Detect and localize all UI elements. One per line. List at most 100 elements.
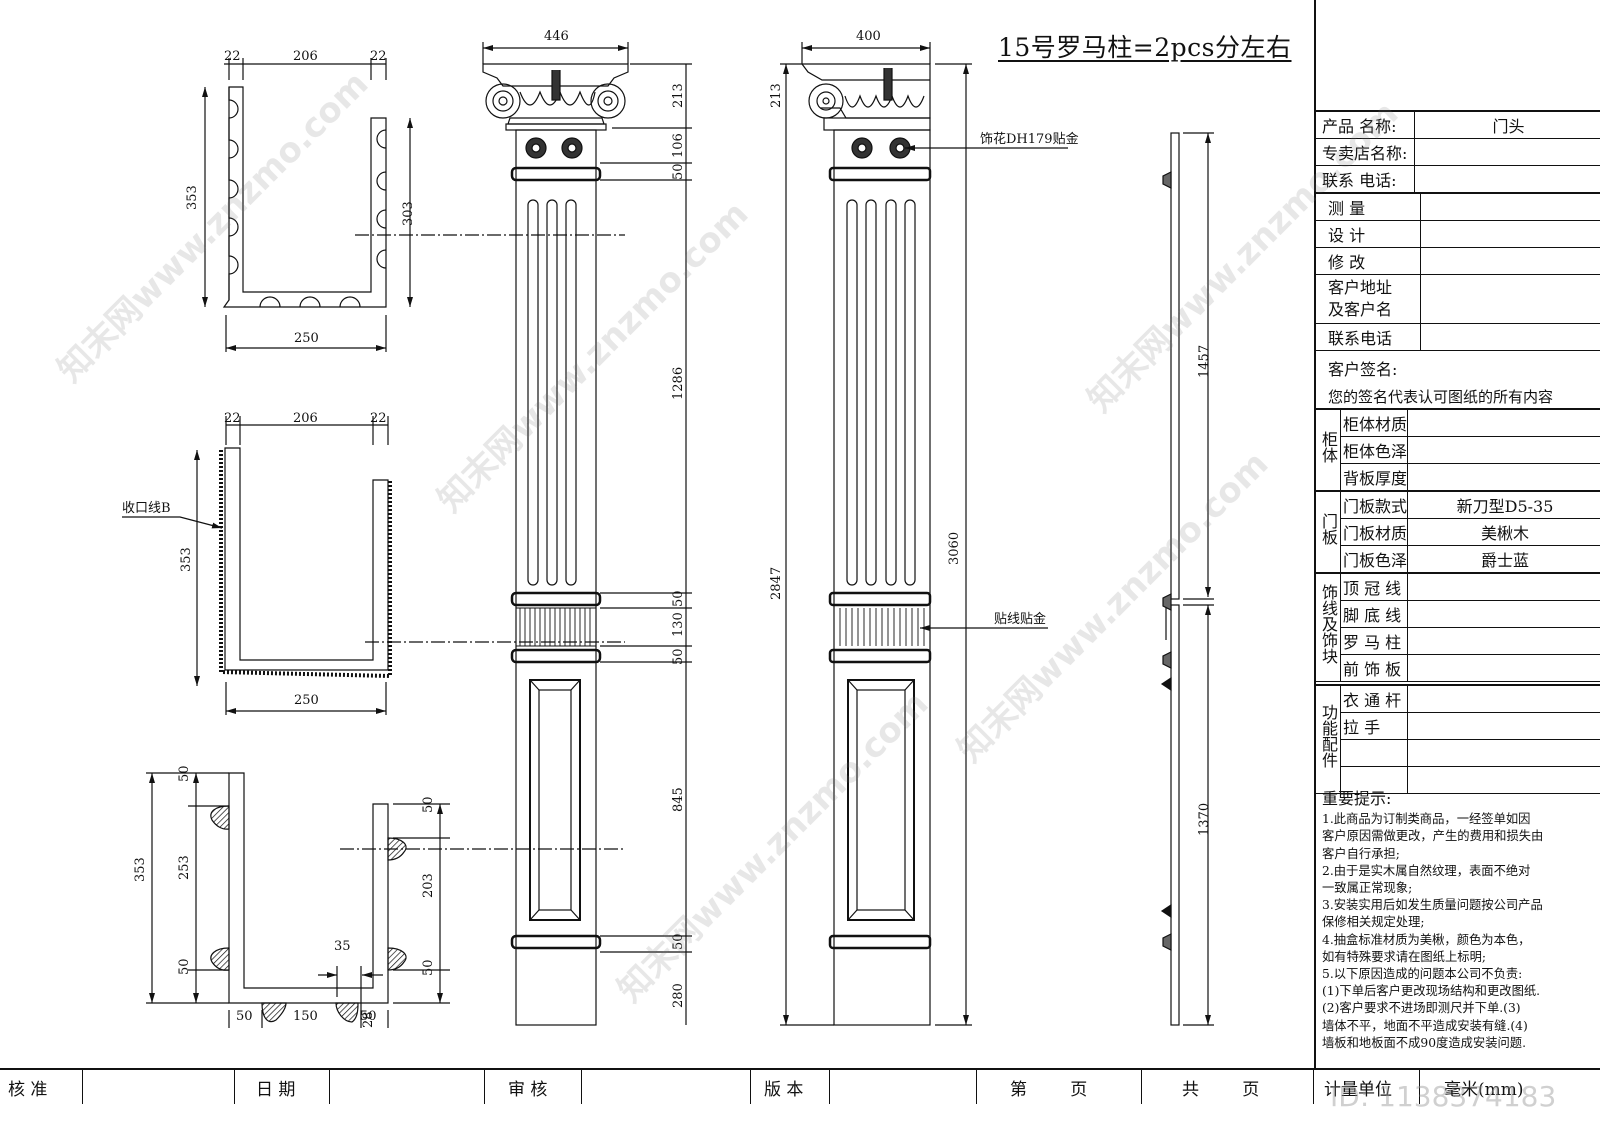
info-table-mid: 测 量 设 计 修 改 客户地址 及客户名 联系电话 (1316, 192, 1600, 351)
label-blank-1 (1341, 740, 1408, 767)
dim-side-213: 213 (769, 83, 784, 108)
section-b (122, 416, 625, 715)
group-label-accessories: 功能配件 (1316, 685, 1341, 794)
front-elevation (483, 42, 692, 1025)
note-line: 客户自行承担; (1322, 846, 1600, 863)
dim-side-2847: 2847 (769, 567, 784, 600)
side-elevation (780, 42, 1068, 1025)
dim-profile-1457: 1457 (1197, 345, 1212, 378)
notes-heading: 重要提示: (1322, 790, 1600, 807)
note-line: 2.由于是实木属自然纹理，表面不绝对 (1322, 863, 1600, 880)
signature-note: 您的签名代表认可图纸的所有内容 (1328, 386, 1553, 407)
dim-front-50b: 50 (671, 590, 686, 607)
note-line: 一致属正常现象; (1322, 880, 1600, 897)
value-product-name: 门头 (1415, 111, 1600, 139)
profile-view (1162, 133, 1214, 1025)
footer-page-number: 第 页 (976, 1070, 1142, 1104)
callout-gilt-line: 贴线贴金 (994, 611, 1046, 627)
value-design (1421, 221, 1600, 248)
group-label-cabinet: 柜体 (1316, 409, 1341, 491)
note-line: 客户原因需做更改，产生的费用和损失由 (1322, 828, 1600, 845)
label-cabinet-material: 柜体材质 (1341, 409, 1408, 437)
label-base: 脚 底 线 (1341, 601, 1408, 628)
dim-a-250: 250 (294, 331, 319, 346)
dim-a-303: 303 (401, 201, 416, 226)
callout-b: 收口线B (122, 501, 171, 516)
note-line: 墙板和地板面不成90度造成安装问题. (1322, 1035, 1600, 1052)
dim-b-22-left: 22 (224, 411, 241, 426)
label-rod: 衣 通 杆 (1341, 685, 1408, 713)
dim-b-353: 353 (179, 547, 194, 572)
dim-front-50d: 50 (671, 933, 686, 950)
dim-front-106: 106 (671, 133, 686, 158)
footer-review-label: 审 核 (484, 1070, 582, 1104)
dim-c-50-bottom: 50 (177, 958, 192, 975)
note-line: (1)下单后客户更改现场结构和更改图纸. (1322, 983, 1600, 1000)
label-measure: 测 量 (1316, 193, 1421, 221)
label-back-thickness: 背板厚度 (1341, 464, 1408, 491)
value-contact-phone-2 (1421, 324, 1600, 351)
value-crown (1408, 573, 1600, 601)
dim-c-203: 203 (421, 873, 436, 898)
value-back-thickness (1408, 464, 1600, 491)
value-door-style: 新刀型D5-35 (1408, 491, 1600, 519)
footer-version-value (830, 1070, 977, 1104)
label-cabinet-color: 柜体色泽 (1341, 437, 1408, 464)
note-line: 墙体不平，地面不平造成安装有缝.(4) (1322, 1018, 1600, 1035)
label-design: 设 计 (1316, 221, 1421, 248)
label-contact-phone: 联系 电话: (1316, 166, 1415, 193)
value-measure (1421, 193, 1600, 221)
value-rod (1408, 685, 1600, 713)
dim-c-50-top: 50 (177, 765, 192, 782)
value-cabinet-color (1408, 437, 1600, 464)
info-table-top: 产品 名称:门头 专卖店名称: 联系 电话: (1316, 110, 1600, 193)
dim-b-206: 206 (293, 411, 318, 426)
label-door-material: 门板材质 (1341, 519, 1408, 546)
label-contact-phone-2: 联系电话 (1316, 324, 1421, 351)
dim-front-50c: 50 (671, 648, 686, 665)
dim-a-22-right: 22 (370, 49, 387, 64)
label-customer-address: 客户地址 及客户名 (1316, 275, 1421, 324)
value-door-color: 爵士蓝 (1408, 546, 1600, 573)
dim-c-253: 253 (177, 855, 192, 880)
footer-version-label: 版 本 (750, 1070, 830, 1104)
dim-c-353: 353 (133, 857, 148, 882)
value-contact-phone (1415, 166, 1600, 193)
note-line: 3.安装实用后如发生质量问题按公司产品 (1322, 897, 1600, 914)
group-label-door: 门板 (1316, 491, 1341, 573)
label-handle: 拉 手 (1341, 713, 1408, 740)
value-store-name (1415, 139, 1600, 166)
watermark-id: ID: 1138374183 (1330, 1080, 1556, 1113)
dim-a-206: 206 (293, 49, 318, 64)
dim-c-50-br: 50 (360, 1009, 377, 1024)
dim-front-width: 446 (544, 29, 569, 44)
dim-b-22-right: 22 (370, 411, 387, 426)
dim-c-50-bl: 50 (236, 1009, 253, 1024)
note-line: 1.此商品为订制类商品，一经签单如因 (1322, 811, 1600, 828)
dim-front-280: 280 (671, 983, 686, 1008)
group-trim: 饰线及饰块 顶 冠 线 脚 底 线 罗 马 柱 前 饰 板 (1316, 572, 1600, 682)
note-line: 保修相关规定处理; (1322, 914, 1600, 931)
value-cabinet-material (1408, 409, 1600, 437)
label-crown: 顶 冠 线 (1341, 573, 1408, 601)
note-line: 如有特殊要求请在图纸上标明; (1322, 949, 1600, 966)
value-front-panel (1408, 655, 1600, 682)
label-store-name: 专卖店名称: (1316, 139, 1415, 166)
dim-a-22-left: 22 (224, 49, 241, 64)
footer-date-label: 日 期 (234, 1070, 330, 1104)
note-line: 4.抽盒标准材质为美楸，颜色为本色， (1322, 932, 1600, 949)
dim-front-213: 213 (671, 83, 686, 108)
footer-review-value (582, 1070, 751, 1104)
value-customer-address (1421, 275, 1600, 324)
signature-label: 客户签名: (1328, 356, 1397, 380)
dim-c-150: 150 (293, 1009, 318, 1024)
note-line: (2)客户要求不进场即测尺并下单.(3) (1322, 1000, 1600, 1017)
note-line: 5.以下原因造成的问题本公司不负责: (1322, 966, 1600, 983)
dim-front-1286: 1286 (671, 367, 686, 400)
footer-approve-value (82, 1070, 235, 1104)
footer-date-value (330, 1070, 485, 1104)
value-door-material: 美楸木 (1408, 519, 1600, 546)
dim-front-130: 130 (671, 612, 686, 637)
label-revise: 修 改 (1316, 248, 1421, 275)
dim-profile-1370: 1370 (1197, 803, 1212, 836)
